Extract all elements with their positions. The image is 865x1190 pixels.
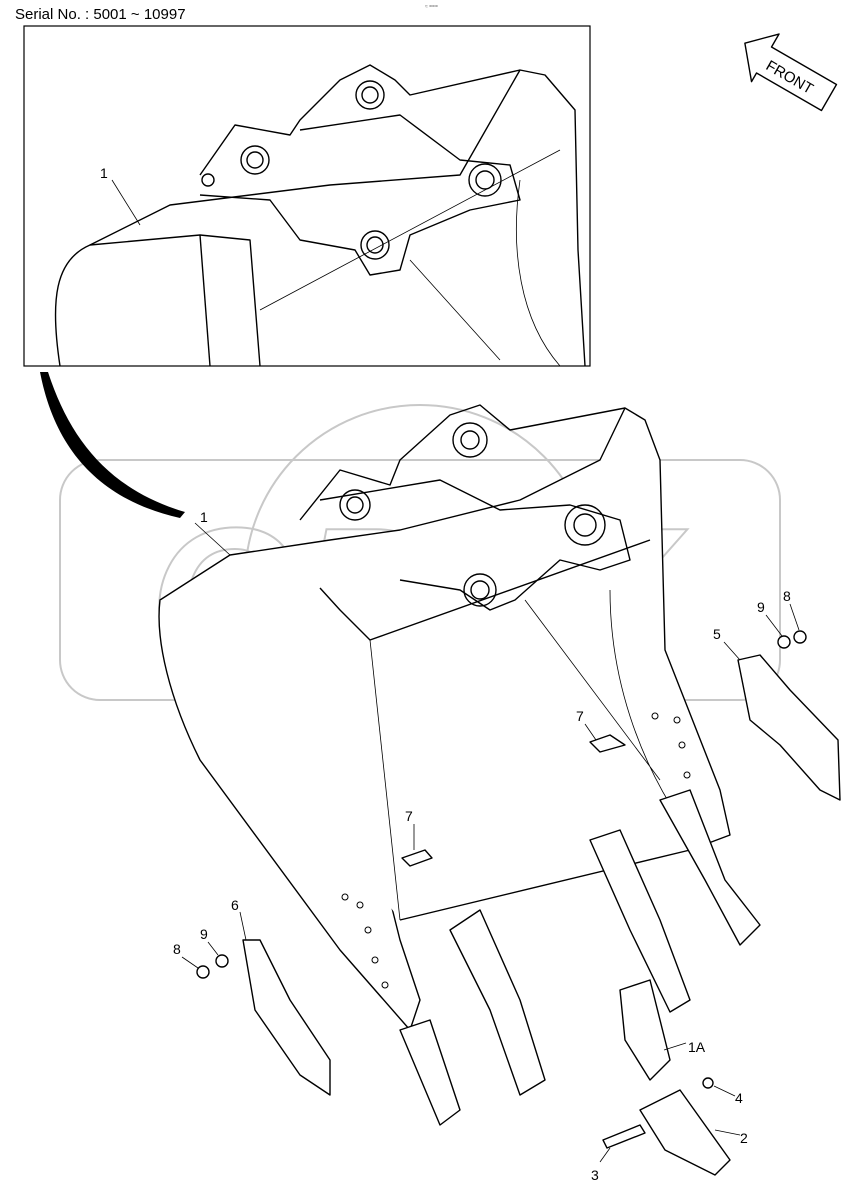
callout-7: 7 [405, 808, 413, 824]
callout-9: 9 [200, 926, 208, 942]
callout-1a: 1A [688, 1039, 706, 1055]
callout-1-main: 1 [200, 509, 208, 525]
bucket-main: 1 [158, 404, 731, 1031]
callout-8: 8 [173, 941, 181, 957]
callout-8: 8 [783, 588, 791, 604]
front-arrow: FRONT [744, 33, 838, 112]
serial-number: Serial No. : 5001 ~ 10997 [15, 6, 186, 23]
callout-9: 9 [757, 599, 765, 615]
zoom-arrow [40, 372, 185, 518]
callout-7: 7 [576, 708, 584, 724]
callout-1-inset: 1 [100, 165, 108, 181]
callout-6: 6 [231, 897, 239, 913]
callout-3: 3 [591, 1167, 599, 1183]
leader-lines [181, 603, 800, 1163]
bucket-teeth [399, 789, 761, 1176]
inset-view: 1 [23, 25, 591, 367]
callout-5: 5 [713, 626, 721, 642]
side-cutters [196, 630, 841, 1096]
callout-2: 2 [740, 1130, 748, 1146]
callout-4: 4 [735, 1090, 743, 1106]
small-mark: ≈ === [425, 4, 438, 10]
